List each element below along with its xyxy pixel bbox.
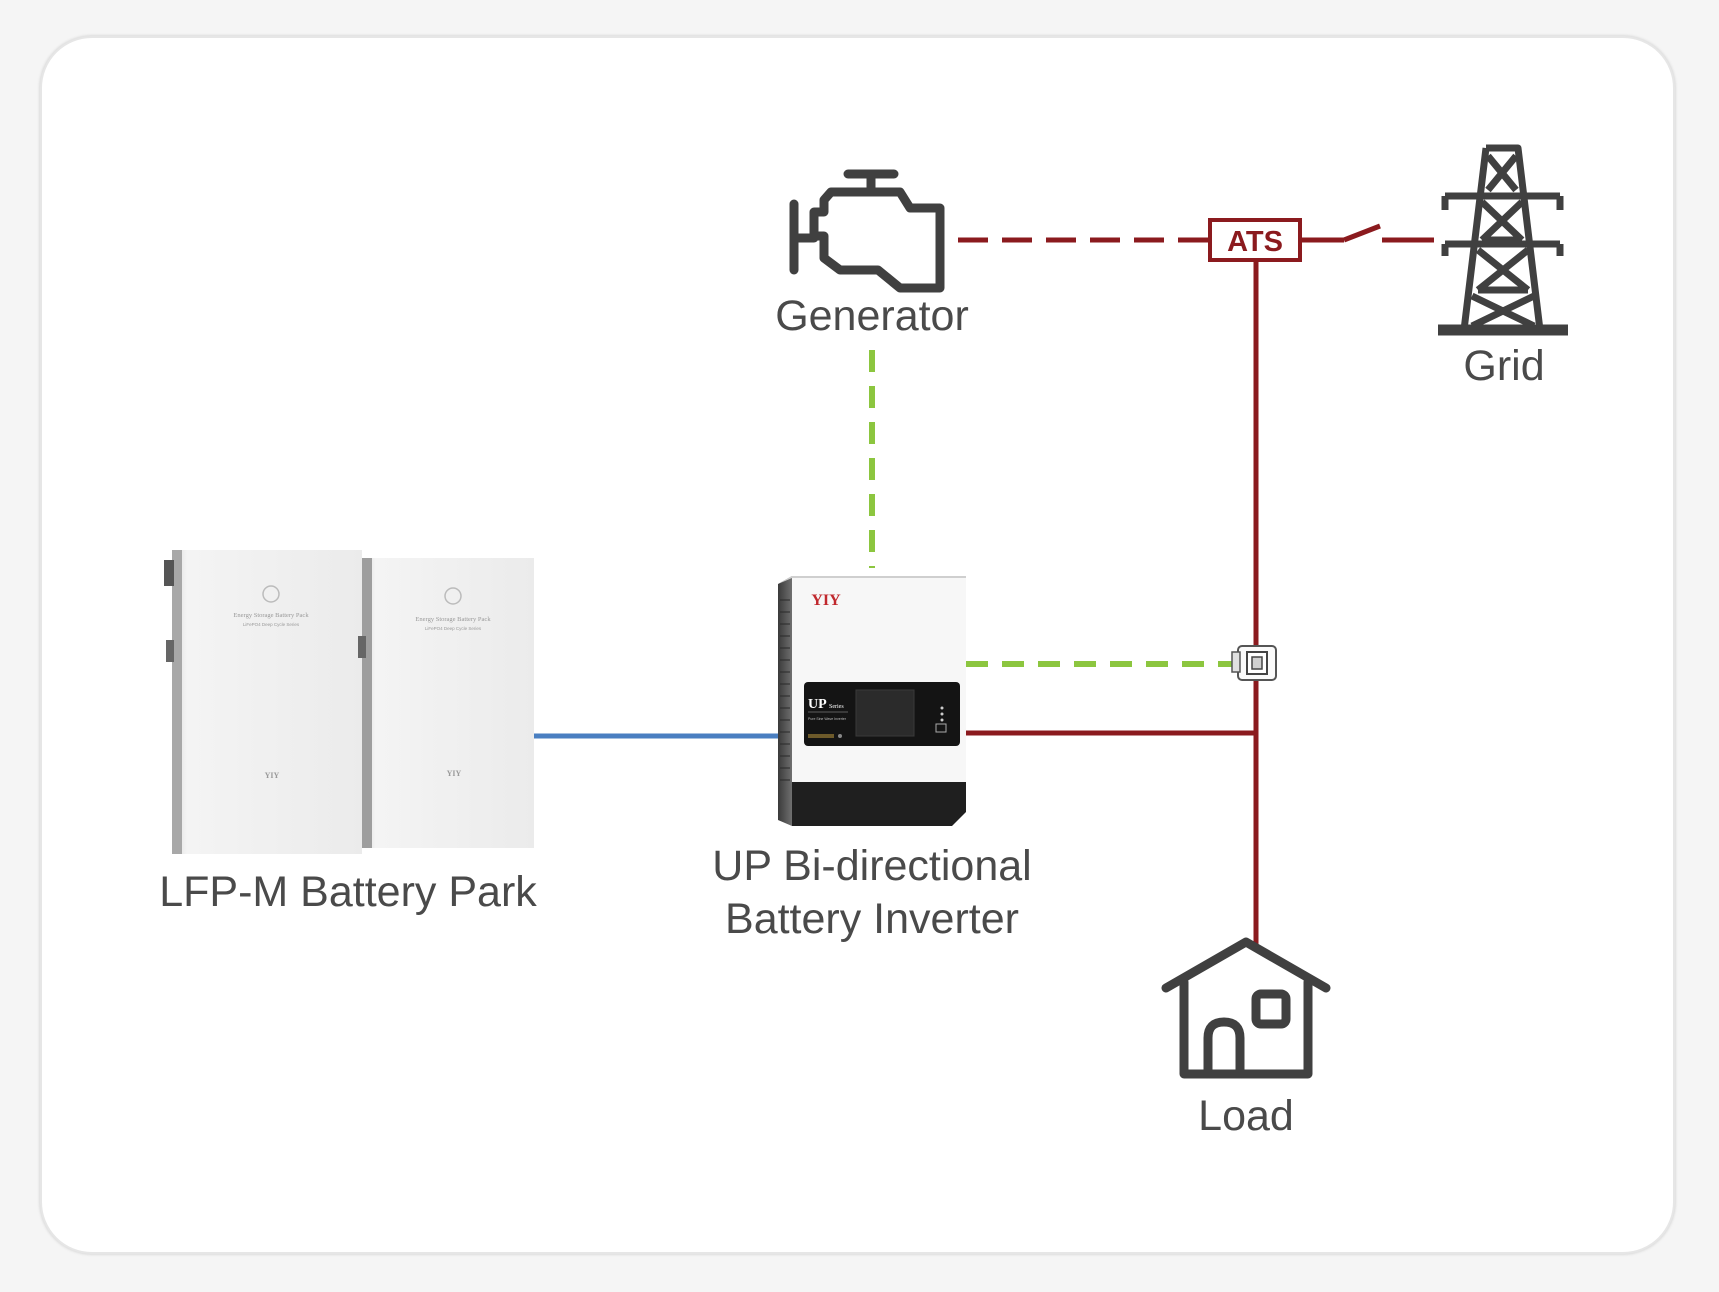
battery-1-brand: YIY	[265, 771, 280, 780]
inverter-brand: YIY	[811, 592, 841, 609]
transmission-tower-icon	[1438, 144, 1568, 336]
inverter-series-suffix: Series	[829, 704, 844, 710]
battery-park-label: LFP-M Battery Park	[159, 868, 537, 916]
load-label: Load	[1198, 1092, 1294, 1140]
grid-open-switch	[1343, 223, 1381, 243]
battery-2-subtitle: LiFePO4 Deep Cycle Series	[425, 626, 482, 631]
ats-label: ATS	[1227, 226, 1283, 258]
battery-park: Energy Storage Battery Pack LiFePO4 Deep…	[164, 550, 534, 854]
battery-module-2: Energy Storage Battery Pack LiFePO4 Deep…	[358, 558, 534, 848]
battery-1-title: Energy Storage Battery Pack	[233, 612, 309, 619]
inverter-device: YIY UP Series Pure Sine Wave Inverter	[778, 576, 966, 826]
battery-2-brand: YIY	[447, 769, 462, 778]
battery-module-1: Energy Storage Battery Pack LiFePO4 Deep…	[164, 550, 362, 854]
inverter-label-line1: UP Bi-directional	[712, 842, 1032, 890]
house-icon	[1161, 937, 1331, 1079]
inverter-label-line2: Battery Inverter	[725, 895, 1019, 943]
generator-label: Generator	[775, 292, 969, 340]
breaker-switch-icon	[1231, 645, 1277, 681]
grid-label: Grid	[1463, 342, 1545, 390]
inverter-series-name: UP	[808, 697, 827, 712]
ats-box: ATS	[1208, 218, 1302, 262]
battery-2-title: Energy Storage Battery Pack	[415, 616, 491, 623]
inverter-subtitle: Pure Sine Wave Inverter	[808, 717, 847, 721]
battery-1-subtitle: LiFePO4 Deep Cycle Series	[243, 622, 300, 627]
engine-icon	[789, 169, 945, 293]
